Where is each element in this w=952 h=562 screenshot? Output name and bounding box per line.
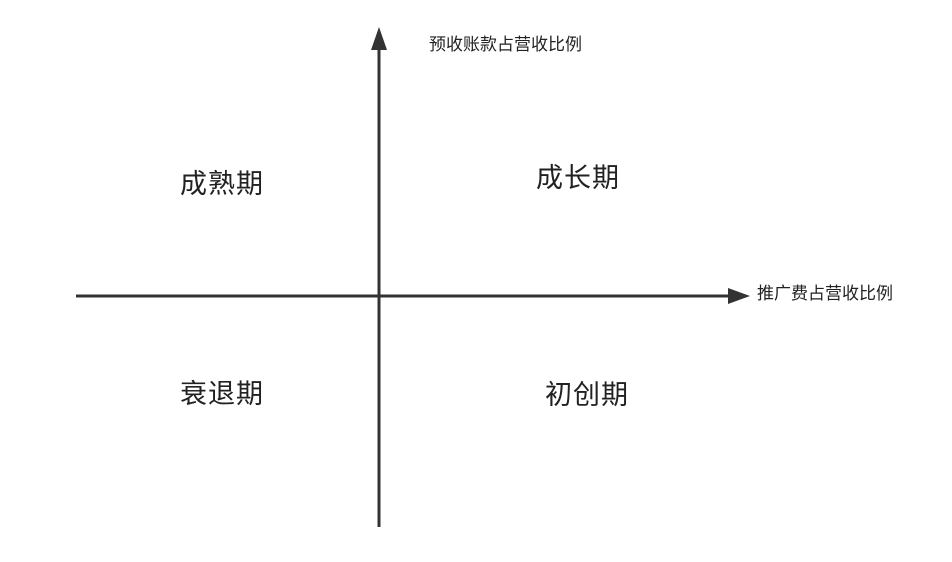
x-axis-arrowhead — [728, 288, 750, 304]
y-axis-arrowhead — [371, 27, 387, 50]
x-axis-label: 推广费占营收比例 — [757, 284, 893, 304]
quadrant-label-bottom-right: 初创期 — [545, 380, 629, 411]
y-axis-label: 预收账款占营收比例 — [429, 35, 582, 55]
quadrant-label-bottom-left: 衰退期 — [180, 379, 264, 410]
quadrant-label-top-right: 成长期 — [536, 163, 620, 194]
quadrant-label-top-left: 成熟期 — [180, 169, 264, 200]
